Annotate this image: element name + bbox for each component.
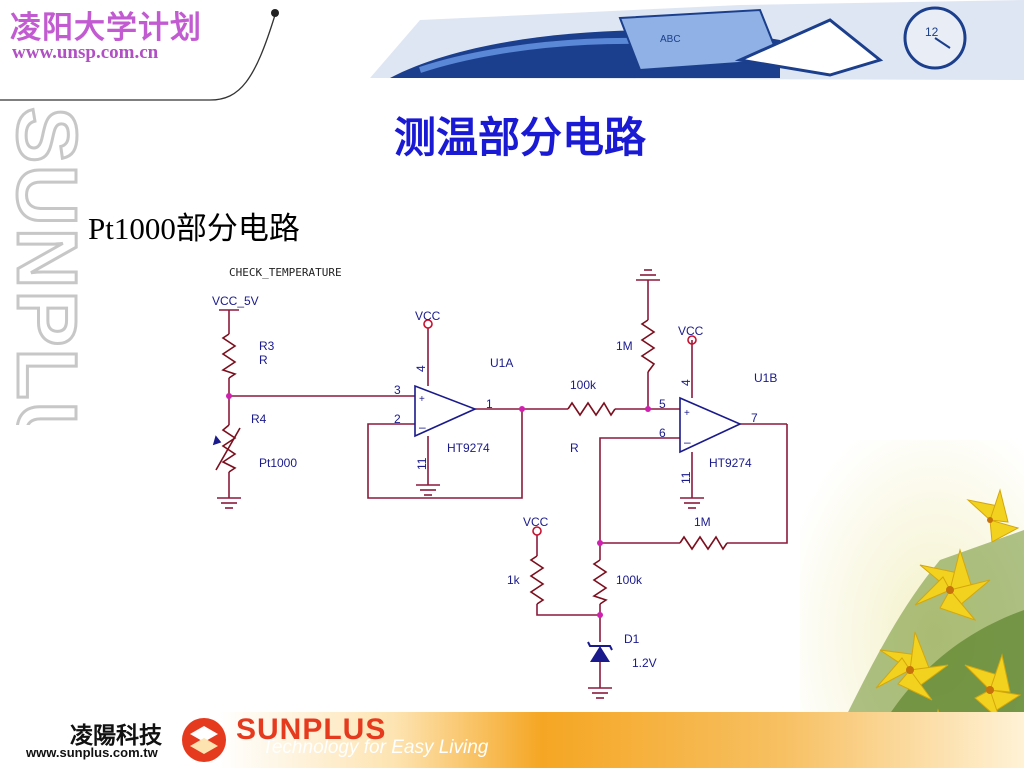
label-pin6: 6 (659, 426, 666, 440)
resistor-1m-top (640, 319, 656, 373)
wires (228, 280, 788, 688)
footer-company-cn: 凌陽科技 (70, 722, 162, 749)
svg-text:SUNPLUS: SUNPLUS (0, 107, 94, 425)
junction-dots (226, 393, 651, 618)
diode-d1 (587, 641, 613, 662)
label-pin1: 1 (486, 397, 493, 411)
label-r-100k: 100k (570, 378, 597, 392)
sunplus-vertical-logo: SUNPLUS (0, 106, 96, 426)
resistor-pt1000 (221, 424, 237, 473)
label-u1b: U1B (754, 371, 777, 385)
opamp-u1b: + – (679, 396, 742, 454)
header-line (0, 9, 279, 101)
footer-brand: SUNPLUS (236, 713, 387, 746)
ground-symbols (217, 269, 704, 699)
svg-text:+: + (419, 394, 425, 405)
schematic-name: CHECK_TEMPERATURE (229, 266, 342, 279)
svg-text:ABC: ABC (660, 34, 681, 45)
label-d1-value: 1.2V (632, 656, 657, 670)
vcc-terminals (423, 319, 697, 536)
label-vcc-u1a: VCC (415, 309, 441, 323)
resistor-r3 (221, 333, 237, 379)
label-r3-value: R (259, 353, 268, 367)
opamp-u1a: + – (414, 384, 478, 438)
svg-text:–: – (684, 435, 691, 449)
label-pt1000: Pt1000 (259, 456, 297, 470)
brand-name-cn: 凌阳大学计划 (10, 10, 202, 46)
resistor-100k-low (592, 559, 608, 605)
label-r4: R4 (251, 412, 267, 426)
label-u1a: U1A (490, 356, 513, 370)
footer-bar (182, 712, 1024, 768)
schematic-labels: CHECK_TEMPERATURE VCC_5V R3 R R4 Pt1000 … (212, 266, 777, 670)
label-pin3: 3 (394, 383, 401, 397)
svg-text:–: – (419, 420, 426, 434)
resistor-1k (529, 555, 545, 605)
label-ht9274-a: HT9274 (447, 441, 490, 455)
footer-company-url: www.sunplus.com.tw (26, 745, 158, 760)
resistor-1m-fb (679, 535, 728, 551)
label-ht9274-b: HT9274 (709, 456, 752, 470)
svg-text:+: + (684, 408, 690, 419)
label-r-100k-low: 100k (616, 573, 643, 587)
label-r-1m-top: 1M (616, 339, 633, 353)
label-vcc-low: VCC (523, 515, 549, 529)
label-r-1m-fb: 1M (694, 515, 711, 529)
section-title: Pt1000部分电路 (88, 211, 300, 246)
footer-tagline: Technology for Easy Living (262, 737, 489, 758)
label-pin4b: 4 (679, 379, 693, 386)
label-r-1k: 1k (507, 573, 521, 587)
resistor-100k-mid (567, 401, 616, 417)
resistors (212, 319, 728, 605)
label-r-mid: R (570, 441, 579, 455)
label-pin11a: 11 (415, 457, 429, 470)
label-pin11b: 11 (679, 471, 693, 484)
label-vcc-u1b: VCC (678, 324, 704, 338)
header-decoration: ABC 12 (370, 0, 1024, 80)
page-title: 测温部分电路 (393, 113, 646, 162)
label-vcc5v: VCC_5V (212, 294, 259, 308)
label-pin2: 2 (394, 412, 401, 426)
label-pin4a: 4 (414, 365, 428, 372)
label-pin5: 5 (659, 397, 666, 411)
label-r3: R3 (259, 339, 275, 353)
svg-text:12: 12 (925, 25, 939, 39)
label-pin7: 7 (751, 411, 758, 425)
circuit-schematic: + – + – CHECK_TEMPERATURE VCC_5V R3 (212, 266, 788, 699)
brand-url: www.unsp.com.cn (12, 42, 159, 63)
label-d1: D1 (624, 632, 640, 646)
